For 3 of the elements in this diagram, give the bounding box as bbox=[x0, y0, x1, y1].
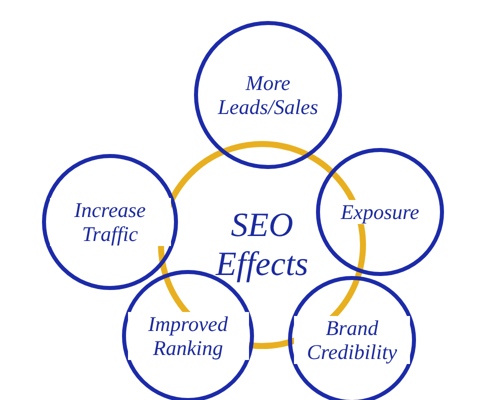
node-label: Brand Credibility bbox=[294, 316, 410, 364]
node-label: Improved Ranking bbox=[128, 312, 248, 360]
node-label: Increase Traffic bbox=[50, 198, 170, 246]
